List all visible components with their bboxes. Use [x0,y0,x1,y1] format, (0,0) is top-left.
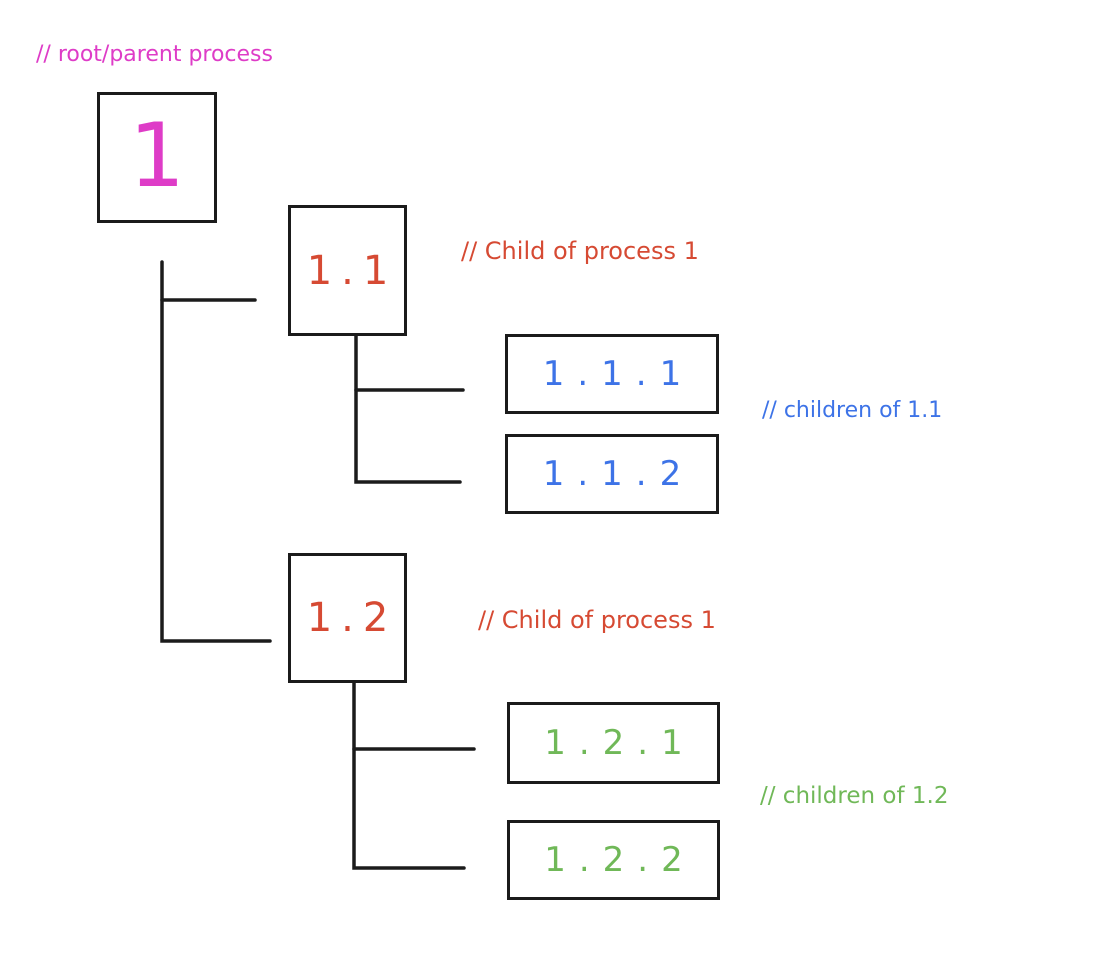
annotation-root-process: // root/parent process [36,42,273,67]
node-1-label: 1 [129,103,185,207]
node-1-1-1: 1.1.1 [505,334,719,414]
node-1-1: 1.1 [288,205,407,336]
node-1-2-2: 1.2.2 [507,820,720,900]
node-1-1-2: 1.1.2 [505,434,719,514]
annotation-child-of-process-1-upper: // Child of process 1 [461,237,699,265]
node-1-2-1: 1.2.1 [507,702,720,784]
annotation-children-of-1-2: // children of 1.2 [760,783,949,809]
node-1-2-label: 1.2 [306,595,398,641]
connector-stem-1-1-to-1-1-2 [354,334,462,484]
node-1-1-label: 1.1 [306,247,398,294]
node-1-2: 1.2 [288,553,407,683]
node-1-1-2-label: 1.1.2 [542,454,695,494]
annotation-children-of-1-1: // children of 1.1 [762,398,943,423]
node-1-1-1-label: 1.1.1 [542,354,695,394]
node-1: 1 [97,92,217,223]
annotation-child-of-process-1-lower: // Child of process 1 [478,606,716,634]
connector-trunk-to-1-2 [160,260,272,643]
node-1-2-2-label: 1.2.2 [544,840,696,880]
connector-stem-1-2-to-1-2-2 [352,681,466,870]
node-1-2-1-label: 1.2.1 [544,723,696,763]
